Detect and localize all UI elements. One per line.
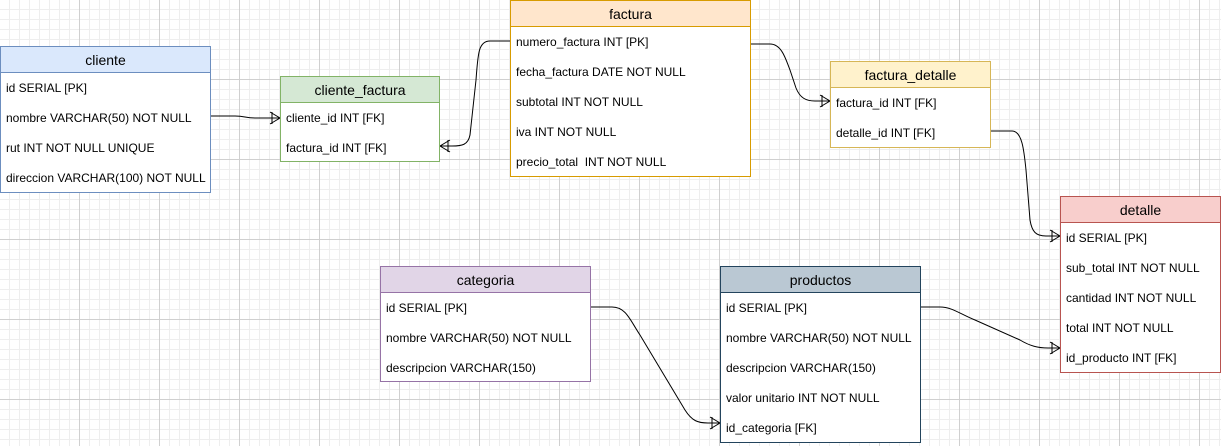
field-row[interactable]: direccion VARCHAR(100) NOT NULL	[6, 171, 206, 185]
field-row[interactable]: valor unitario INT NOT NULL	[726, 391, 880, 405]
field-row[interactable]: nombre VARCHAR(50) NOT NULL	[726, 331, 912, 345]
entity-detalle[interactable]: detalle id SERIAL [PK] sub_total INT NOT N…	[1060, 196, 1221, 373]
field-row[interactable]: nombre VARCHAR(50) NOT NULL	[6, 111, 192, 125]
entity-cliente[interactable]: cliente id SERIAL [PK] nombre VARCHAR(50) …	[0, 46, 211, 193]
edge-factura-to-cliente_factura[interactable]	[439, 40, 510, 153]
field-row[interactable]: total INT NOT NULL	[1066, 321, 1174, 335]
field-row[interactable]: detalle_id INT [FK]	[836, 126, 936, 140]
edge-categoria-to-productos[interactable]	[591, 306, 721, 430]
entity-title[interactable]: detalle	[1061, 197, 1220, 223]
entity-productos[interactable]: productos id SERIAL [PK] nombre VARCHAR(50…	[720, 266, 921, 443]
entity-factura[interactable]: factura numero_factura INT [PK] fecha_fact…	[510, 0, 751, 177]
entity-title[interactable]: factura_detalle	[831, 62, 990, 88]
entity-title[interactable]: factura	[511, 1, 750, 27]
field-row[interactable]: cantidad INT NOT NULL	[1066, 291, 1197, 305]
field-row[interactable]: factura_id INT [FK]	[836, 96, 937, 110]
field-row[interactable]: id_producto INT [FK]	[1066, 351, 1177, 365]
entity-title[interactable]: cliente	[1, 47, 210, 73]
field-row[interactable]: fecha_factura DATE NOT NULL	[516, 65, 686, 79]
field-row[interactable]: sub_total INT NOT NULL	[1066, 261, 1200, 275]
field-row[interactable]: precio_total INT NOT NULL	[516, 155, 667, 169]
edge-cliente-to-cliente_factura[interactable]	[211, 111, 281, 125]
entity-factura_detalle[interactable]: factura_detalle factura_id INT [FK] detall…	[830, 61, 991, 148]
entity-title[interactable]: categoria	[381, 267, 590, 293]
field-row[interactable]: descripcion VARCHAR(150)	[386, 361, 536, 375]
field-row[interactable]: id SERIAL [PK]	[6, 81, 87, 95]
field-row[interactable]: nombre VARCHAR(50) NOT NULL	[386, 331, 572, 345]
field-row[interactable]: subtotal INT NOT NULL	[516, 95, 643, 109]
field-row[interactable]: iva INT NOT NULL	[516, 125, 617, 139]
edge-factura_detalle-to-detalle[interactable]	[991, 130, 1061, 243]
entity-title[interactable]: cliente_factura	[281, 77, 439, 103]
field-row[interactable]: cliente_id INT [FK]	[286, 111, 385, 125]
field-row[interactable]: factura_id INT [FK]	[286, 141, 387, 155]
entity-cliente_factura[interactable]: cliente_factura cliente_id INT [FK] factur…	[280, 76, 440, 162]
field-row[interactable]: numero_factura INT [PK]	[516, 35, 649, 49]
edge-factura-to-factura_detalle[interactable]	[751, 43, 831, 108]
edge-productos-to-detalle[interactable]	[921, 306, 1061, 355]
entity-categoria[interactable]: categoria id SERIAL [PK] nombre VARCHAR(50…	[380, 266, 591, 382]
field-row[interactable]: id SERIAL [PK]	[726, 301, 807, 315]
field-row[interactable]: id SERIAL [PK]	[1066, 231, 1147, 245]
field-row[interactable]: rut INT NOT NULL UNIQUE	[6, 141, 155, 155]
entity-title[interactable]: productos	[721, 267, 920, 293]
field-row[interactable]: descripcion VARCHAR(150)	[726, 361, 876, 375]
field-row[interactable]: id SERIAL [PK]	[386, 301, 467, 315]
field-row[interactable]: id_categoria [FK]	[726, 421, 817, 435]
